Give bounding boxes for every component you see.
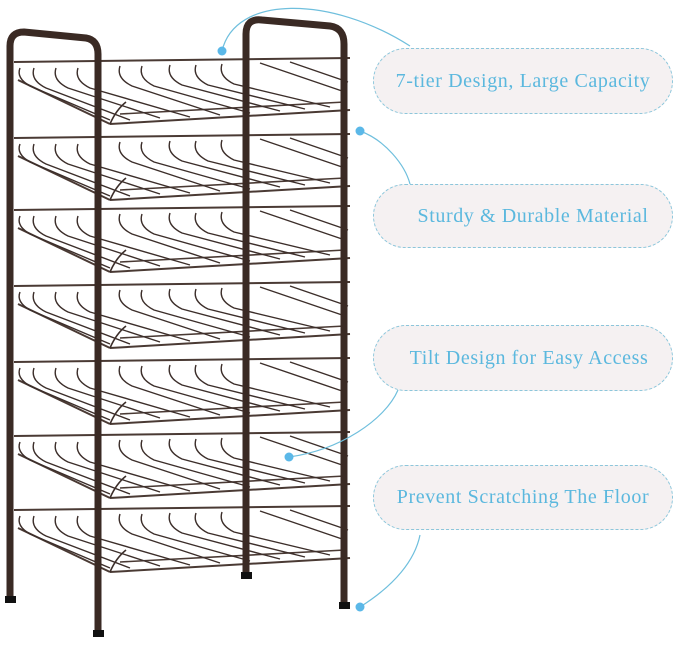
callout-material: Sturdy & Durable Material xyxy=(373,184,673,248)
callout-floor-protection: Prevent Scratching The Floor xyxy=(373,465,673,530)
callout-label: Prevent Scratching The Floor xyxy=(396,486,650,508)
callout-tilt-design: Tilt Design for Easy Access xyxy=(373,325,673,391)
callout-label: 7-tier Design, Large Capacity xyxy=(395,69,651,92)
callout-capacity: 7-tier Design, Large Capacity xyxy=(373,48,673,114)
callout-label: Sturdy & Durable Material xyxy=(417,204,649,227)
callout-label: Tilt Design for Easy Access xyxy=(409,346,649,369)
connector-dot-icon xyxy=(217,46,227,56)
